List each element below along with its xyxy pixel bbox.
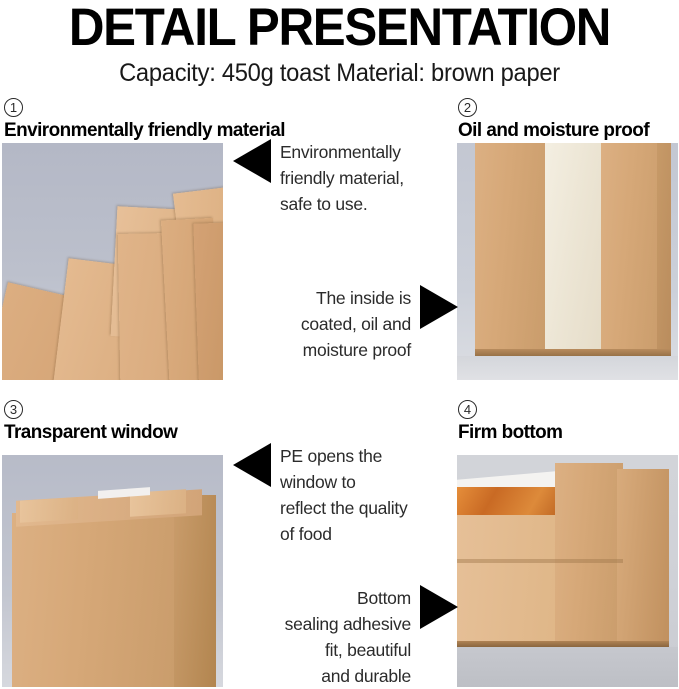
- panel-4-badge: 4: [458, 400, 477, 419]
- panel-2-heading: Oil and moisture proof: [458, 119, 650, 141]
- callout-2-text: The inside is coated, oil and moisture p…: [300, 288, 411, 360]
- arrow-left-icon: [233, 139, 271, 183]
- panel-1-label: 1 Environmentally friendly material: [4, 98, 294, 141]
- callout-3: PE opens the window to reflect the quali…: [233, 443, 438, 547]
- header: DETAIL PRESENTATION Capacity: 450g toast…: [0, 0, 679, 88]
- callout-4-text: Bottom sealing adhesive fit, beautiful a…: [284, 588, 412, 686]
- panel-2-badge: 2: [458, 98, 477, 117]
- page-subtitle: Capacity: 450g toast Material: brown pap…: [119, 59, 560, 87]
- panel-2-photo: [457, 143, 678, 380]
- callout-1: Environmentally friendly material, safe …: [233, 139, 433, 217]
- panel-4-label: 4 Firm bottom: [458, 400, 566, 443]
- panel-1-photo: [2, 143, 223, 380]
- arrow-right-icon: [420, 585, 458, 629]
- panel-2-label: 2 Oil and moisture proof: [458, 98, 655, 141]
- arrow-right-icon: [420, 285, 458, 329]
- arrow-left-icon: [233, 443, 271, 487]
- panel-3-photo: [2, 455, 223, 687]
- panel-4-heading: Firm bottom: [458, 421, 563, 443]
- panel-1-heading: Environmentally friendly material: [4, 119, 285, 141]
- panel-3-badge: 3: [4, 400, 23, 419]
- page-title: DETAIL PRESENTATION: [68, 0, 612, 57]
- callout-2: The inside is coated, oil and moisture p…: [256, 285, 458, 363]
- callout-4: Bottom sealing adhesive fit, beautiful a…: [243, 585, 458, 689]
- panel-3-label: 3 Transparent window: [4, 400, 183, 443]
- callout-1-text: Environmentally friendly material, safe …: [280, 142, 404, 214]
- panel-3-heading: Transparent window: [4, 421, 178, 443]
- callout-3-text: PE opens the window to reflect the quali…: [280, 446, 408, 544]
- panel-1-badge: 1: [4, 98, 23, 117]
- panel-4-photo: [457, 455, 678, 687]
